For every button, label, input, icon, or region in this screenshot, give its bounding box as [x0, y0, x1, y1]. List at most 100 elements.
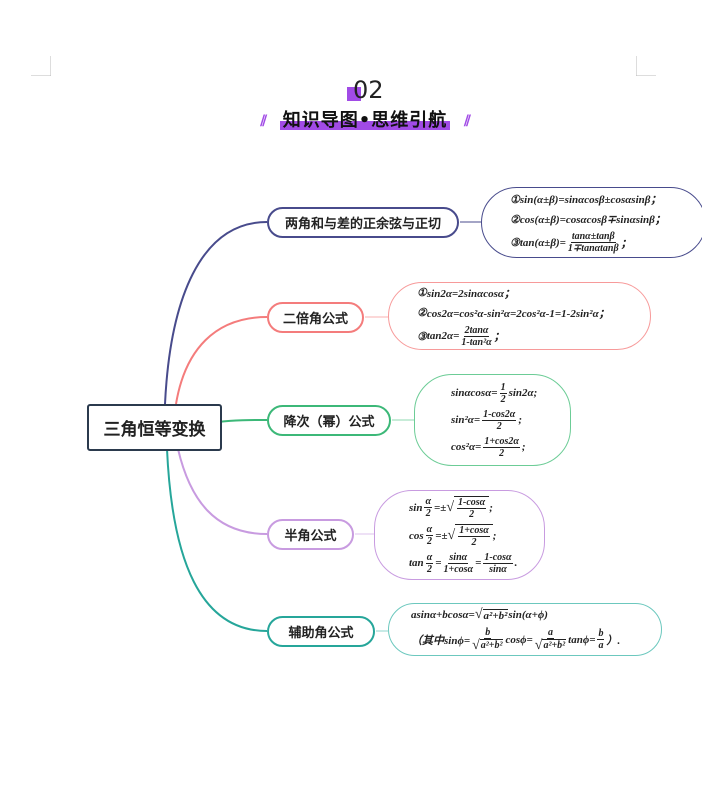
formula-text: a: [547, 627, 553, 639]
formula-text: 2: [471, 536, 477, 548]
branch-half-angle[interactable]: 半角公式: [267, 519, 354, 550]
formula-text: cos²α=: [451, 441, 482, 453]
formula-text: sinα: [489, 563, 507, 575]
square-root: √a²+b²: [472, 637, 504, 653]
formula-text: 2: [469, 508, 475, 520]
radical-sign: √: [446, 499, 455, 515]
formula-text: cos: [409, 529, 424, 542]
section-title-text: 知识导图•思维引航: [282, 110, 448, 131]
branch-double-angle[interactable]: 二倍角公式: [267, 302, 364, 333]
formula-text: 1+cosα: [443, 563, 474, 575]
formula-text: 2tanα: [464, 324, 489, 336]
radical-sign: √: [472, 637, 480, 653]
slash-deco-right: //: [463, 113, 471, 129]
section-title: // 知识导图•思维引航 //: [258, 106, 472, 132]
section-number: 02: [345, 76, 405, 104]
fraction-denominator: 2: [427, 564, 432, 575]
fraction-denominator: √a²+b²: [534, 637, 567, 653]
branch-power-reduction[interactable]: 降次（幂）公式: [267, 405, 391, 436]
fraction-denominator: 2: [426, 508, 431, 519]
formula-text: b: [598, 628, 604, 639]
section-number-text: 02: [353, 76, 384, 104]
formula-text: cos2α=cos²α-sin²α=2cos²α-1=1-2sin²α；: [426, 307, 610, 320]
central-node[interactable]: 三角恒等变换: [87, 404, 222, 451]
formula-text: ①: [417, 287, 427, 299]
formula-text: sin2α;: [508, 387, 538, 399]
fraction-numerator: α: [425, 551, 434, 564]
formula-text: 1-cosα: [458, 496, 486, 508]
fraction-numerator: 1-cosα: [483, 551, 513, 564]
formula-text: =±: [434, 501, 447, 514]
formula-text: 2: [499, 447, 505, 459]
radicand: a²+b²: [542, 639, 567, 651]
formula-text: 1-cos2α: [483, 408, 516, 420]
fraction-denominator: 2: [472, 537, 477, 548]
formula-text: 1+cos2α: [484, 435, 519, 447]
formula-text: α: [426, 551, 433, 563]
fraction-numerator: 1+cos2α: [483, 436, 520, 448]
formula-text: 1-cosα: [484, 551, 512, 563]
formula-text: ;: [492, 529, 497, 542]
fraction-denominator: 2: [499, 448, 504, 459]
formula-text: 1: [500, 381, 506, 393]
fraction-numerator: tanα±tanβ: [570, 231, 616, 243]
fraction-denominator: a: [598, 640, 603, 651]
formula-text: ①: [510, 193, 520, 206]
formula-text: .: [514, 557, 518, 569]
link-branch-3: [217, 419, 268, 423]
formula-text: sin²α=: [451, 414, 481, 426]
formula-text: 2: [496, 420, 502, 432]
formula-text: 2: [425, 508, 431, 519]
fraction-numerator: 1+cosα: [458, 525, 490, 537]
formula-text: 1+cosα: [459, 524, 489, 536]
fraction-numerator: 1-cos2α: [482, 408, 517, 421]
fraction-numerator: α: [425, 524, 434, 536]
radical-sign: √: [534, 637, 543, 653]
square-root: √a²+b²: [534, 637, 567, 653]
formula-text: ③: [417, 330, 427, 343]
square-root: √a²+b²: [475, 607, 509, 623]
accent-square: [347, 87, 361, 101]
formula-text: ；: [620, 237, 632, 250]
link-branch-1: [164, 221, 268, 405]
link-branch-5: [166, 448, 268, 632]
fraction-denominator: 2: [501, 394, 506, 405]
fraction-numerator: 2tanα: [463, 324, 490, 337]
formula-text: sinαcosα=: [451, 387, 498, 399]
fraction-numerator: b: [484, 627, 492, 640]
formula-text: 2: [426, 536, 432, 547]
formula-text: tan(α±β)=: [519, 236, 566, 249]
branch-sum-difference[interactable]: 两角和与差的正余弦与正切: [267, 207, 459, 238]
formula-text: sinα: [449, 551, 468, 563]
link-branch-4: [177, 448, 268, 535]
fraction: a√a²+b²: [534, 627, 567, 653]
branch-auxiliary-angle[interactable]: 辅助角公式: [267, 616, 375, 647]
formula-text: ;: [521, 441, 526, 453]
fraction-denominator: 2: [427, 536, 432, 547]
fraction-numerator: a: [546, 627, 554, 640]
formula-text: ②: [510, 213, 520, 226]
fraction-denominator: √a²+b²: [472, 637, 504, 653]
radical-sign: √: [447, 527, 456, 543]
formula-text: a²+b²: [483, 609, 508, 622]
formula-text: tanα±tanβ: [571, 231, 615, 242]
